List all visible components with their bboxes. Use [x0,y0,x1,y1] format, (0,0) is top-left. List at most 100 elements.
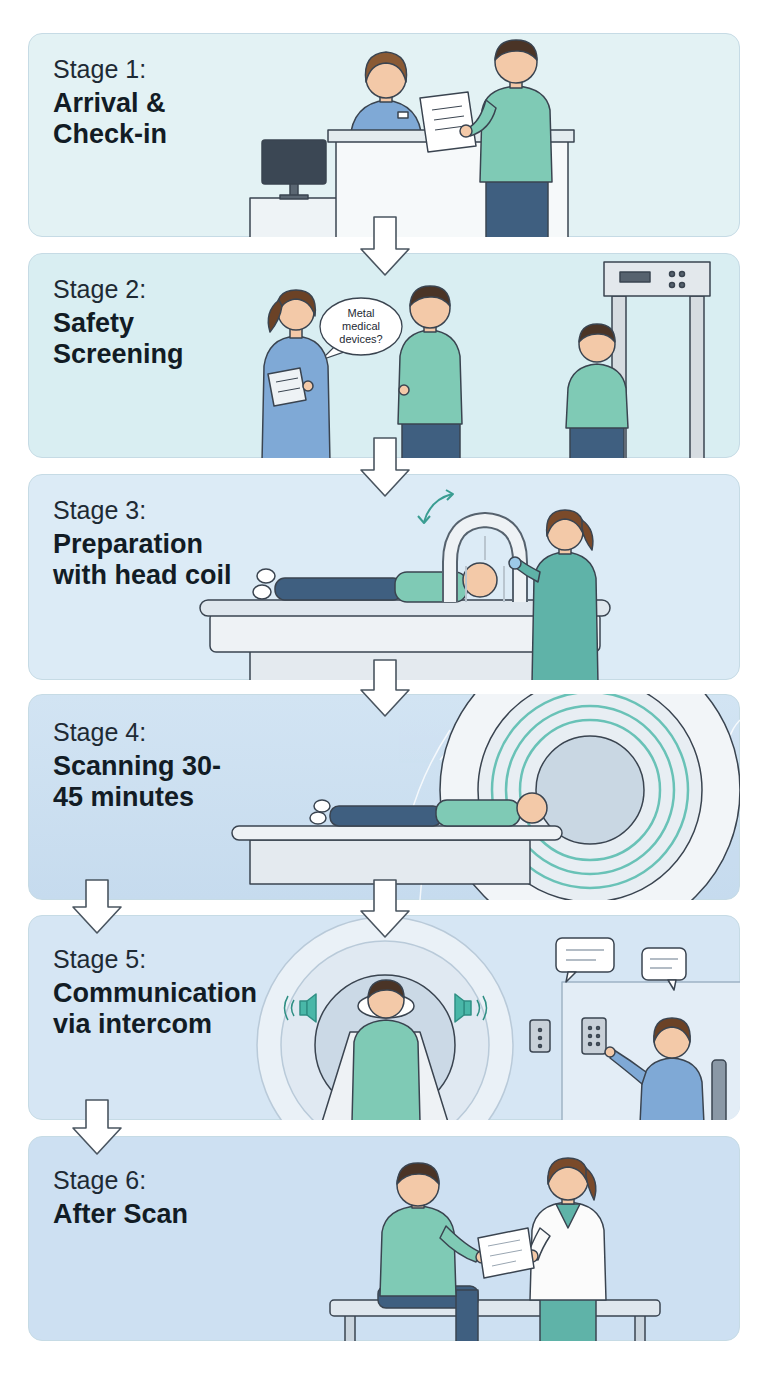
control-room [712,1060,726,1120]
scanner-bed [250,840,530,884]
patient-lying [436,800,520,826]
flow-arrow [73,1100,121,1154]
mri-scanner-front [281,941,489,1120]
speech-bubbles [566,959,596,961]
receptionist [350,100,422,140]
technician [547,510,585,536]
speech-bubbles [556,938,686,990]
patient-seated [476,1251,488,1263]
intercom-scene [257,917,740,1120]
doctor [526,1158,606,1341]
rotation-arrow [418,516,430,523]
speaker-icon [455,994,464,1022]
technician [582,520,593,550]
stage-title: Scanning 30-45 minutes [53,751,243,813]
stage-label: Stage 2: [53,274,739,304]
head-coil [450,520,520,602]
stage-panel: Stage 3:Preparation with head coil [28,474,740,680]
technician [547,514,583,550]
stage-label: Stage 4: [53,717,739,747]
nurse [262,290,330,458]
control-room [640,1058,704,1120]
stage-panel: Stage 6:After Scan [28,1136,740,1341]
bubble-ellipse [320,298,402,355]
patient-in-bore [358,994,414,1018]
doctor [530,1202,606,1300]
doctor [548,1160,588,1200]
speech-bubbles [650,967,672,969]
stage-label: Stage 3: [53,495,739,525]
metal-detector [680,283,685,288]
control-room [562,982,740,1120]
metal-detector [690,296,704,458]
patient [410,288,450,328]
patient-in-bore [322,1032,448,1120]
report-paper [492,1261,516,1266]
patient [468,100,496,136]
nurse [268,368,306,406]
report-paper [488,1240,520,1246]
report-paper [478,1228,534,1278]
reception-desk [250,198,342,237]
patient-seated [378,1163,488,1341]
patient-lying [253,563,497,602]
control-room [582,1018,606,1054]
patient-in-gate [566,364,628,428]
speaker-icon [300,1001,307,1015]
patient [495,41,537,83]
control-room [610,1050,646,1084]
mri-scanner [478,694,702,900]
head-coil [450,520,520,602]
metal-detector [670,272,675,277]
stage-panel: Stage 1:Arrival & Check-in [28,33,740,237]
receptionist [350,52,422,140]
patient [410,286,450,306]
field-lines [420,706,500,900]
nurse [303,381,313,391]
mri-scanner [492,694,688,888]
control-room [589,1035,592,1038]
patient [510,78,522,88]
report-paper [490,1250,522,1256]
patient-lying [257,569,275,583]
patient [460,125,472,137]
speaker-icon [307,994,316,1022]
metal-detector [620,272,650,282]
stage-title: Arrival & Check-in [53,88,193,150]
nurse [278,294,314,330]
patient-seated [378,1286,478,1308]
nurse [262,336,330,458]
nurse [278,388,300,392]
rotation-arrow [424,494,452,522]
speaker-icon [483,996,487,1020]
patient-in-bore [368,980,404,998]
patient-in-gate [579,324,615,342]
control-room [597,1043,600,1046]
patient-seated [397,1164,439,1206]
reception-desk [290,184,298,196]
reception-desk [262,140,326,184]
bench [345,1314,355,1341]
patient-seated [412,1198,424,1208]
patient-lying [275,578,403,600]
technician [532,552,598,680]
control-room [562,982,740,1120]
mri-scanner-front [257,917,513,1120]
patient [424,322,436,332]
field-lines [400,730,450,880]
control-room [597,1035,600,1038]
technician [516,560,540,582]
patient-seated [397,1163,439,1184]
patient-in-gate [566,324,628,458]
flow-arrow [361,880,409,937]
speaker-icon [285,996,289,1020]
control-room [605,1047,615,1057]
field-lines [440,700,520,760]
control-room [589,1043,592,1046]
bubble-text: Metal medical devices? [334,307,388,346]
speaker-icon [285,994,487,1022]
receptionist [380,92,392,102]
patient [398,286,462,458]
nurse [277,290,316,316]
